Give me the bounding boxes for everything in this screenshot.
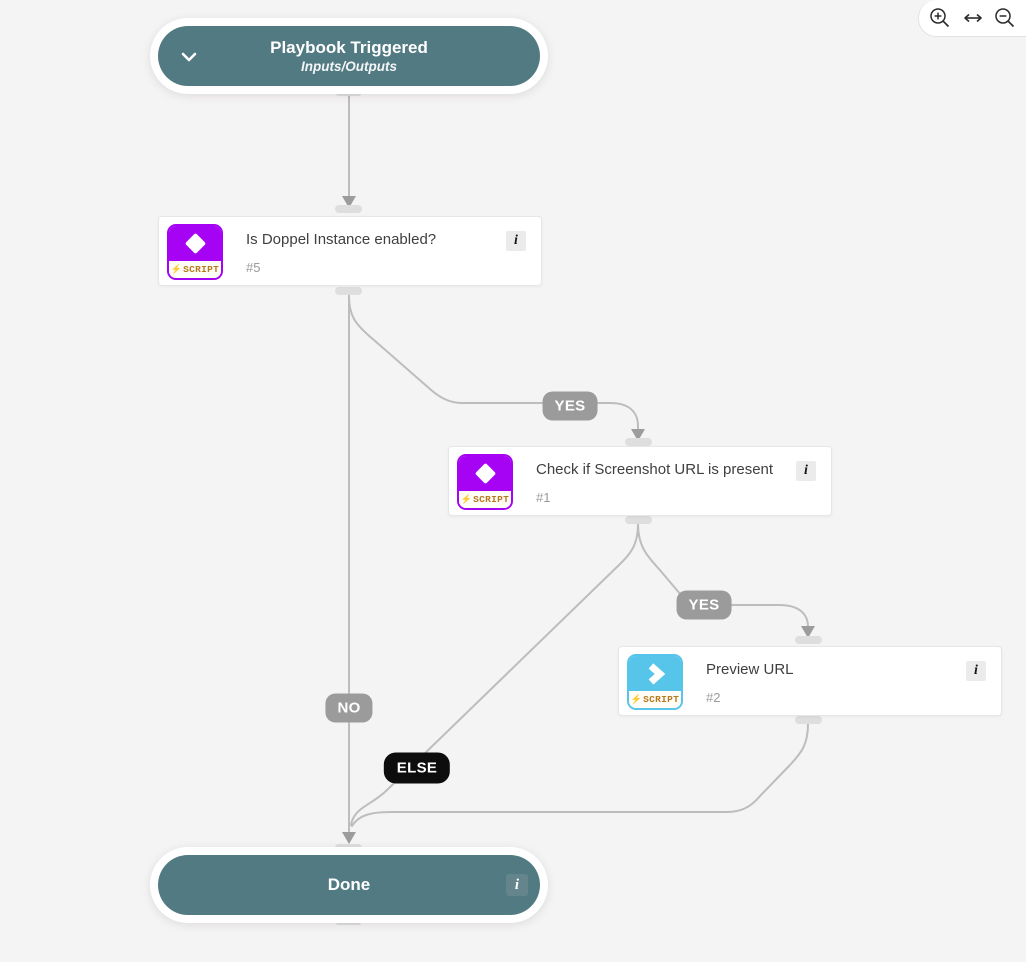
script-automation-icon: ⚡ SCRIPT	[167, 224, 223, 280]
task-id: #1	[536, 490, 551, 505]
script-badge: SCRIPT	[183, 264, 220, 275]
done-node-title: Done	[327, 875, 371, 894]
lightning-icon: ⚡	[170, 264, 183, 274]
task-title: Is Doppel Instance enabled?	[246, 231, 437, 248]
start-node[interactable]: Playbook Triggered Inputs/Outputs	[150, 18, 548, 94]
condition-label-yes-1: YES	[542, 391, 598, 421]
wire-else-to-done	[350, 523, 639, 826]
script-badge: SCRIPT	[473, 494, 510, 505]
info-icon[interactable]: i	[966, 661, 986, 681]
condition-label-no: NO	[325, 693, 373, 723]
port-task1-bottom[interactable]	[625, 516, 652, 524]
fit-width-icon[interactable]	[961, 6, 985, 30]
diamond-icon	[184, 232, 206, 255]
start-node-subtitle: Inputs/Outputs	[301, 58, 397, 74]
task-id: #2	[706, 690, 721, 705]
port-task5-bottom[interactable]	[335, 287, 362, 295]
task-preview-url[interactable]: ⚡ SCRIPT Preview URL #2 i	[618, 646, 1002, 716]
task-id: #5	[246, 260, 261, 275]
port-task2-top[interactable]	[795, 636, 822, 644]
port-task1-top[interactable]	[625, 438, 652, 446]
zoom-in-icon[interactable]	[928, 6, 952, 30]
lightning-icon: ⚡	[630, 694, 643, 704]
wire-yes-to-task1	[348, 295, 639, 431]
condition-label-yes-2: YES	[676, 590, 732, 620]
task-is-doppel-instance-enabled[interactable]: ⚡ SCRIPT Is Doppel Instance enabled? #5 …	[158, 216, 542, 286]
script-automation-icon: ⚡ SCRIPT	[457, 454, 513, 510]
task-title: Preview URL	[706, 661, 794, 678]
lightning-icon: ⚡	[460, 494, 473, 504]
port-task5-top[interactable]	[335, 205, 362, 213]
port-task2-bottom[interactable]	[795, 716, 822, 724]
chevron-right-icon	[648, 662, 666, 685]
start-node-body[interactable]: Playbook Triggered Inputs/Outputs	[158, 26, 540, 86]
zoom-toolbar	[918, 0, 1026, 37]
task-check-screenshot-url[interactable]: ⚡ SCRIPT Check if Screenshot URL is pres…	[448, 446, 832, 516]
script-badge: SCRIPT	[643, 694, 680, 705]
arrowhead-task1	[631, 429, 645, 441]
arrowhead-done	[342, 832, 356, 844]
done-node[interactable]: Done i	[150, 847, 548, 923]
condition-label-else: ELSE	[383, 752, 451, 784]
done-node-body[interactable]: Done i	[158, 855, 540, 915]
task-title: Check if Screenshot URL is present	[536, 461, 774, 478]
arrowhead-task5	[342, 196, 356, 208]
script-action-icon: ⚡ SCRIPT	[627, 654, 683, 710]
start-node-title: Playbook Triggered	[270, 37, 428, 57]
info-icon[interactable]: i	[506, 231, 526, 251]
diamond-icon	[474, 462, 496, 485]
arrowhead-task2	[801, 626, 815, 638]
wire-task2-to-done	[351, 723, 809, 827]
info-icon[interactable]: i	[506, 874, 528, 896]
info-icon[interactable]: i	[796, 461, 816, 481]
zoom-out-icon[interactable]	[993, 6, 1017, 30]
chevron-down-icon[interactable]	[180, 50, 198, 62]
